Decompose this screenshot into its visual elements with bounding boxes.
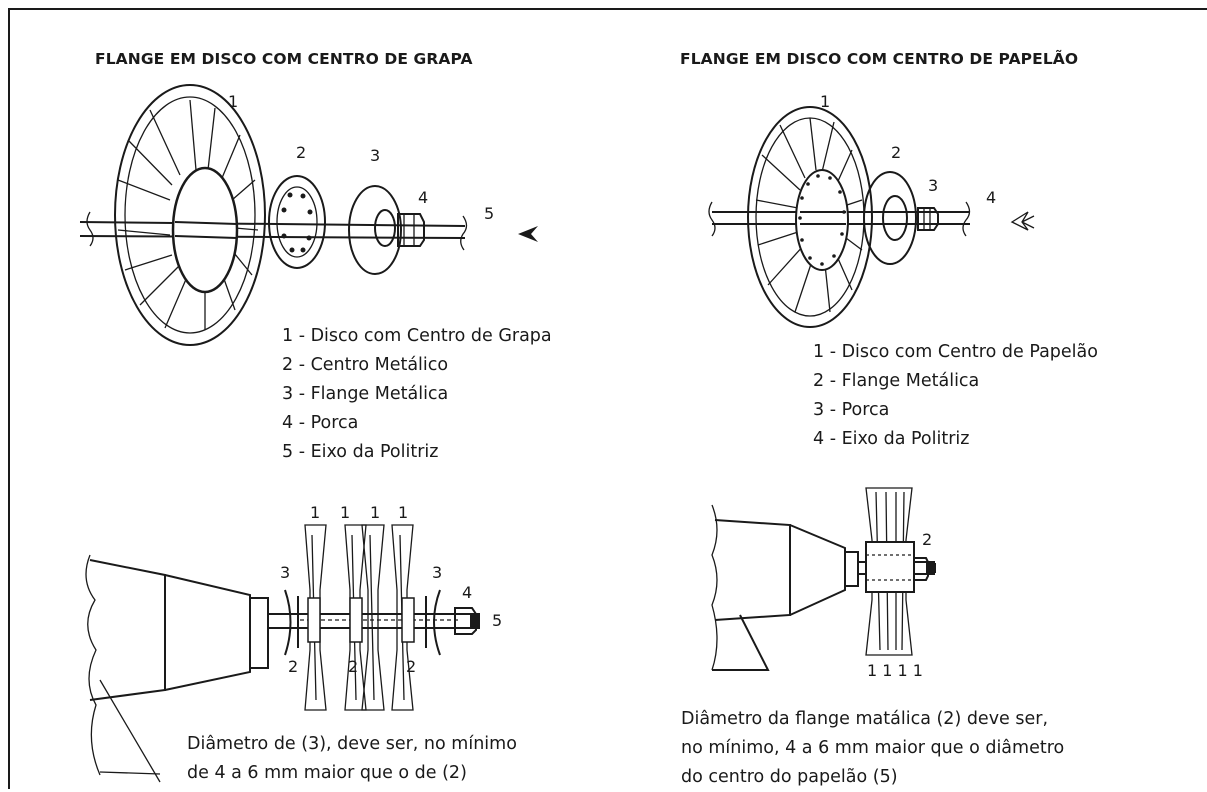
right-shaft-break-right: [962, 201, 971, 237]
left-flange-right: [425, 589, 441, 656]
left-center-2b: [349, 597, 363, 643]
left-flange-hub: [374, 209, 396, 247]
left-note-line-2: de 4 a 6 mm maior que o de (2): [187, 763, 467, 783]
left-disc-pleats: [117, 99, 259, 330]
left-asm-label-3-right: 3: [432, 563, 442, 582]
left-asm-label-5: 5: [492, 611, 502, 630]
right-legend-item-4: 4 - Eixo da Politriz: [813, 429, 970, 449]
right-note-line-1: Diâmetro da flange matálica (2) deve ser…: [681, 709, 1049, 729]
left-disc-rim: [124, 96, 256, 334]
left-disc: [114, 84, 266, 346]
left-asm-label-1d: 1: [398, 503, 408, 522]
left-callout-1: 1: [228, 92, 238, 111]
right-mounted-nut: [913, 557, 929, 581]
left-asm-label-1a: 1: [310, 503, 320, 522]
right-mounted-assembly: 2 1 1 1 1: [711, 487, 936, 680]
right-callout-3: 3: [928, 176, 938, 195]
right-legend-item-1: 1 - Disco com Centro de Papelão: [813, 342, 1098, 362]
left-direction-arrow-icon: [518, 226, 538, 242]
left-shaft-break-right: [460, 215, 468, 251]
right-disc-center-dots: [798, 174, 846, 266]
right-flange-dash: [866, 554, 914, 581]
left-shaft-break-left: [86, 211, 94, 247]
left-callout-3: 3: [370, 146, 380, 165]
left-panel-title: FLANGE EM DISCO COM CENTRO DE GRAPA: [95, 50, 473, 68]
left-note-line-1: Diâmetro de (3), deve ser, no mínimo: [187, 734, 517, 754]
left-flange: [348, 185, 402, 275]
left-shaft-end: [470, 613, 480, 629]
right-callout-1: 1: [820, 92, 830, 111]
right-motor-break: [711, 504, 718, 671]
left-callout-4: 4: [418, 188, 428, 207]
right-disc: [747, 106, 873, 328]
right-nut: [917, 207, 939, 231]
left-center-2c: [401, 597, 415, 643]
right-legend-item-2: 2 - Flange Metálica: [813, 371, 980, 391]
right-note: Diâmetro da flange matálica (2) deve ser…: [681, 705, 1064, 792]
right-nut-facets: [923, 208, 931, 230]
right-note-line-2: no mínimo, 4 a 6 mm maior que o diâmetro: [681, 738, 1065, 758]
right-note-line-3: do centro do papelão (5): [681, 767, 898, 787]
left-flange-left: [284, 589, 299, 656]
right-motor-cone: [789, 524, 846, 616]
left-asm-label-2b: 2: [348, 657, 358, 676]
right-disc-center: [795, 169, 849, 271]
left-note: Diâmetro de (3), deve ser, no mínimo de …: [187, 730, 517, 788]
left-metal-center-ring: [276, 186, 318, 258]
left-asm-label-1b: 1: [340, 503, 350, 522]
left-nut: [397, 213, 425, 247]
left-asm-label-3-left: 3: [280, 563, 290, 582]
right-asm-label-2: 2: [922, 530, 932, 549]
left-mounted-nut: [454, 607, 477, 635]
right-disc-pleats: [755, 117, 863, 313]
left-legend-item-5: 5 - Eixo da Politriz: [282, 442, 439, 462]
right-asm-label-1: 1 1 1 1: [867, 661, 923, 680]
right-flange: [863, 171, 917, 265]
right-callout-2: 2: [891, 143, 901, 162]
left-motor-break: [85, 554, 101, 776]
right-direction-arrow-icon: [1010, 211, 1035, 231]
right-motor-housing: [714, 519, 791, 621]
right-shaft-break-left: [708, 201, 716, 237]
right-motor-collar: [845, 551, 859, 587]
right-flanges-block: [865, 541, 915, 593]
left-motor-housing: [89, 559, 166, 701]
left-shaft-through-disc: [174, 221, 238, 239]
left-legend-item-3: 3 - Flange Metálica: [282, 384, 449, 404]
right-shaft-end: [926, 563, 936, 573]
left-legend-item-4: 4 - Porca: [282, 413, 359, 433]
right-flange-hub: [882, 195, 908, 241]
left-asm-label-1c: 1: [370, 503, 380, 522]
left-shaft: [79, 221, 466, 239]
left-legend-item-2: 2 - Centro Metálico: [282, 355, 449, 375]
right-motor-support: [712, 614, 770, 671]
left-callout-5: 5: [484, 204, 494, 223]
right-legend-item-3: 3 - Porca: [813, 400, 890, 420]
left-callout-2: 2: [296, 143, 306, 162]
left-legend-item-1: 1 - Disco com Centro de Grapa: [282, 326, 552, 346]
left-metal-center-holes: [281, 192, 313, 253]
left-motor-base: [99, 771, 161, 775]
left-mounted-shaft: [268, 613, 480, 629]
left-exploded-assembly: 1 2 3 4 5: [79, 84, 538, 346]
left-asm-label-2c: 2: [406, 657, 416, 676]
page-frame: [8, 8, 1207, 789]
left-metal-center: [268, 175, 326, 269]
left-center-2a: [307, 597, 321, 643]
right-panel-title: FLANGE EM DISCO COM CENTRO DE PAPELÃO: [680, 50, 1079, 68]
left-legend: 1 - Disco com Centro de Grapa 2 - Centro…: [282, 322, 552, 467]
left-disc-center: [171, 166, 239, 294]
right-legend: 1 - Disco com Centro de Papelão 2 - Flan…: [813, 338, 1098, 454]
left-motor-support: [99, 679, 161, 783]
left-motor-collar: [250, 597, 269, 669]
left-asm-label-2a: 2: [288, 657, 298, 676]
left-asm-label-4: 4: [462, 583, 472, 602]
left-motor-cone: [164, 574, 251, 691]
left-nut-facets: [403, 214, 415, 246]
left-mounted-assembly: 1 1 1 1 3 3 4 5 2 2 2: [85, 503, 502, 783]
right-callout-4: 4: [986, 188, 996, 207]
right-exploded-assembly: 1 2 3 4: [708, 92, 1035, 328]
right-shaft-through-disc: [800, 211, 846, 225]
